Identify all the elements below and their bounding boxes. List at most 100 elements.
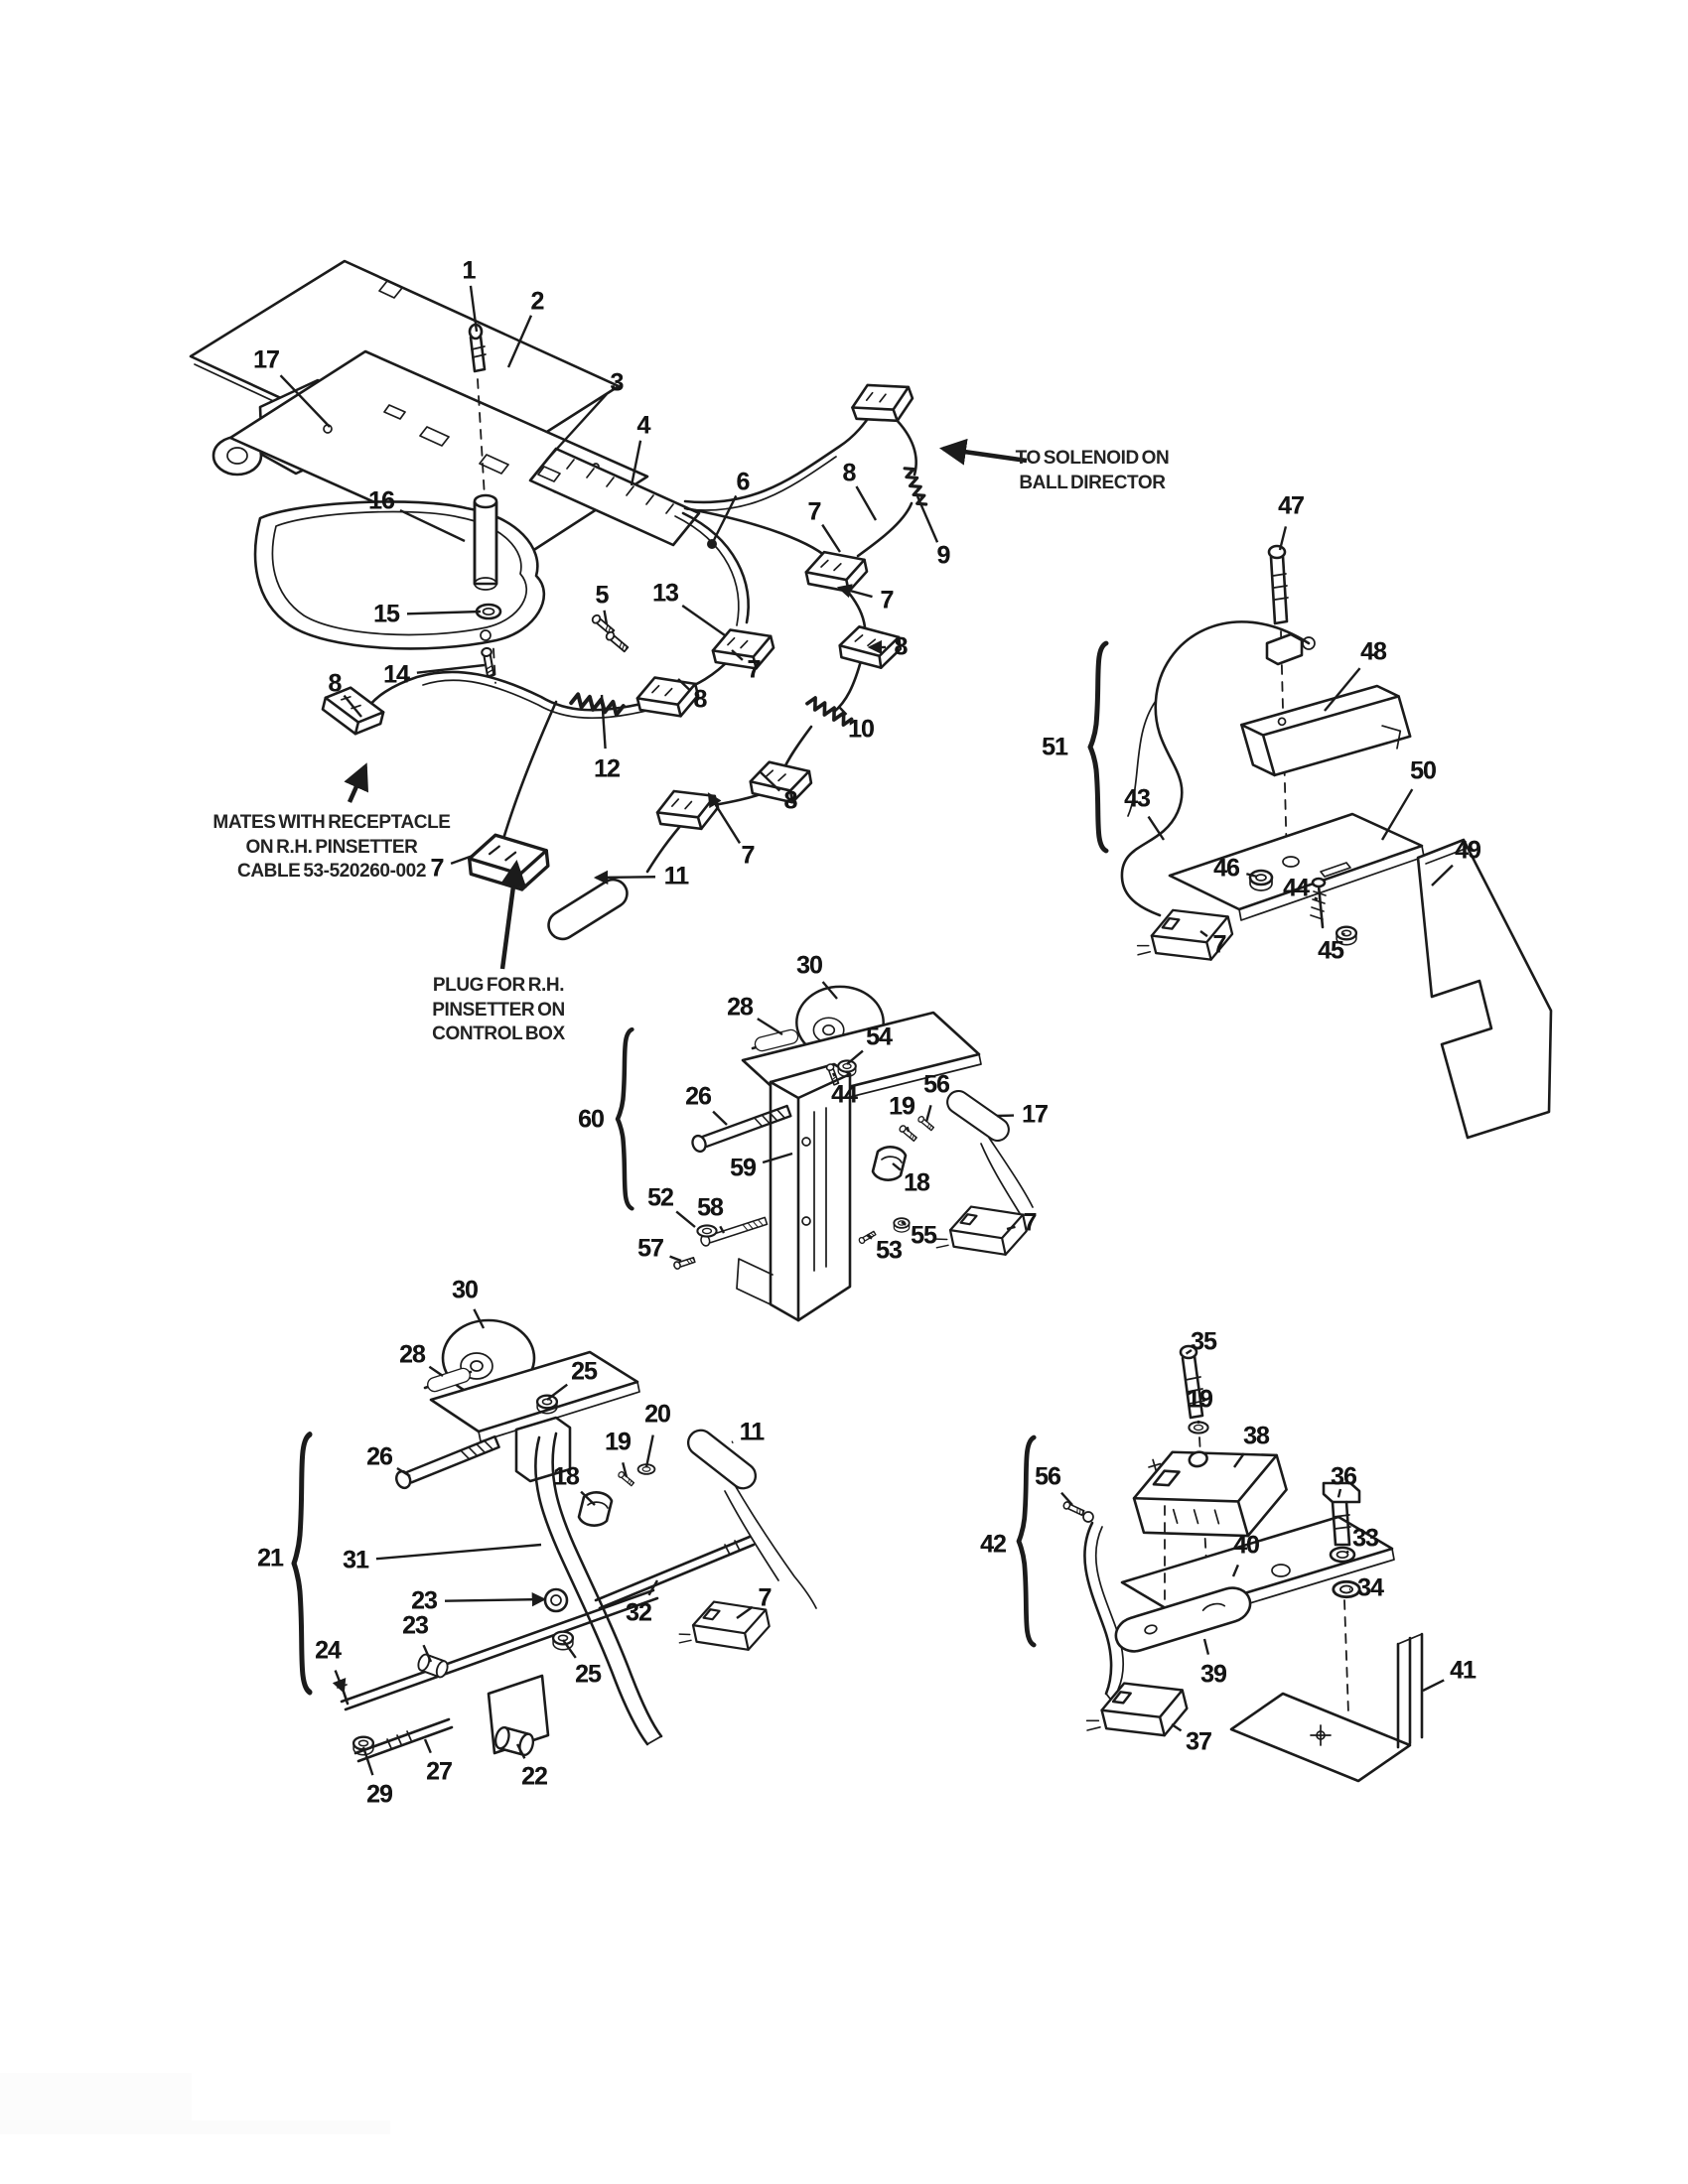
bracket-49 — [1416, 838, 1553, 1140]
leader-arrow — [444, 1592, 547, 1607]
leader-line — [915, 495, 939, 543]
scan-artifact — [0, 2120, 390, 2134]
leader-line — [416, 663, 486, 674]
leader-line — [757, 1018, 783, 1036]
part-callout-17: 17 — [253, 345, 280, 374]
part-callout-39: 39 — [1200, 1660, 1227, 1689]
part-callout-11: 11 — [739, 1418, 765, 1446]
part-callout-15: 15 — [373, 600, 400, 628]
part-callout-44: 44 — [1283, 874, 1310, 902]
part-callout-40: 40 — [1233, 1531, 1260, 1560]
pin-28 — [423, 1365, 473, 1395]
leader-line — [669, 1255, 682, 1263]
annotation-line: PLUG FOR R.H. — [432, 975, 565, 996]
part-callout-23: 23 — [411, 1586, 438, 1615]
leader-line — [1380, 788, 1414, 841]
part-callout-38: 38 — [1243, 1422, 1270, 1450]
leader-line — [600, 694, 607, 750]
wire — [980, 1137, 1034, 1216]
edge-connector — [528, 447, 701, 547]
part-callout-25: 25 — [575, 1660, 602, 1689]
leader-line — [821, 981, 838, 1000]
leader-line — [866, 1234, 873, 1240]
leader-line — [630, 440, 642, 486]
part-callout-17: 17 — [1022, 1100, 1049, 1129]
part-callout-7: 7 — [880, 586, 895, 614]
part-callout-7: 7 — [758, 1583, 773, 1612]
leader-line — [1246, 873, 1258, 879]
annotation-line: CABLE 53-520260-002 — [236, 861, 427, 882]
leader-line — [846, 1049, 864, 1065]
leader-line — [515, 1743, 526, 1759]
leader-line — [1185, 1349, 1193, 1355]
leader-line — [545, 393, 608, 462]
part-callout-32: 32 — [626, 1598, 652, 1627]
part-callout-7: 7 — [430, 854, 445, 883]
leader-line — [892, 1162, 902, 1171]
part-callout-22: 22 — [521, 1762, 548, 1791]
part-callout-52: 52 — [647, 1183, 674, 1212]
part-callout-18: 18 — [553, 1462, 580, 1491]
rod-32 — [594, 1535, 756, 1610]
part-callout-46: 46 — [1213, 854, 1240, 883]
leader-line — [731, 1440, 734, 1444]
part-callout-6: 6 — [736, 468, 751, 496]
mounting-plate-50 — [1168, 812, 1425, 921]
screw-spring-44 — [1310, 877, 1327, 929]
part-callout-25: 25 — [571, 1357, 598, 1386]
annotation-line: MATES WITH RECEPTACLE — [212, 812, 451, 833]
leader-line — [762, 1152, 793, 1164]
part-callout-20: 20 — [644, 1400, 671, 1429]
leader-line — [423, 1738, 432, 1754]
part-callout-28: 28 — [399, 1340, 426, 1369]
part-callout-27: 27 — [426, 1757, 453, 1786]
part-callout-42: 42 — [980, 1530, 1007, 1559]
leader-line — [1171, 1723, 1183, 1732]
part-callout-26: 26 — [685, 1082, 712, 1111]
leader-line — [1231, 1564, 1239, 1577]
leader-line — [924, 1104, 932, 1123]
leader-line — [361, 1746, 374, 1776]
part-callout-44: 44 — [831, 1080, 858, 1109]
part-callout-58: 58 — [697, 1193, 724, 1222]
bracket-41 — [1229, 1632, 1424, 1783]
leader-arrow — [499, 859, 527, 970]
leader-line — [1422, 1679, 1445, 1693]
part-callout-54: 54 — [866, 1023, 893, 1051]
leader-line — [906, 1126, 911, 1133]
top-plate — [429, 1350, 640, 1442]
part-callout-56: 56 — [1035, 1462, 1061, 1491]
part-callout-8: 8 — [328, 669, 343, 698]
leader-line — [901, 1220, 907, 1226]
leader-line — [428, 1365, 444, 1377]
annotation-to-solenoid: TO SOLENOID ON BALL DIRECTOR — [1016, 447, 1170, 495]
leader-line — [603, 610, 609, 625]
cable-43 — [1120, 620, 1316, 917]
part-callout-34: 34 — [1357, 1573, 1384, 1602]
terminal-56 — [1061, 1500, 1094, 1523]
screw-35 — [1179, 1344, 1205, 1420]
part-callout-23: 23 — [402, 1611, 429, 1640]
part-callout-31: 31 — [343, 1546, 369, 1574]
part-callout-19: 19 — [889, 1092, 915, 1121]
part-callout-35: 35 — [1191, 1327, 1217, 1356]
leader-line — [1314, 896, 1319, 901]
part-callout-19: 19 — [605, 1428, 632, 1456]
leader-line — [396, 1466, 411, 1478]
leader-line — [1060, 1491, 1073, 1506]
leader-line — [546, 1383, 568, 1401]
leader-line — [1341, 932, 1345, 936]
leader-line — [406, 610, 482, 615]
part-callout-5: 5 — [595, 581, 610, 610]
part-callout-45: 45 — [1318, 936, 1344, 965]
part-callout-47: 47 — [1278, 491, 1305, 520]
part-callout-9: 9 — [936, 541, 951, 570]
part-callout-30: 30 — [796, 951, 823, 980]
leader-line — [450, 854, 474, 866]
leader-line — [855, 485, 878, 521]
leader-line — [343, 694, 362, 718]
part-callout-7: 7 — [741, 841, 756, 870]
leader-line — [580, 1490, 596, 1506]
